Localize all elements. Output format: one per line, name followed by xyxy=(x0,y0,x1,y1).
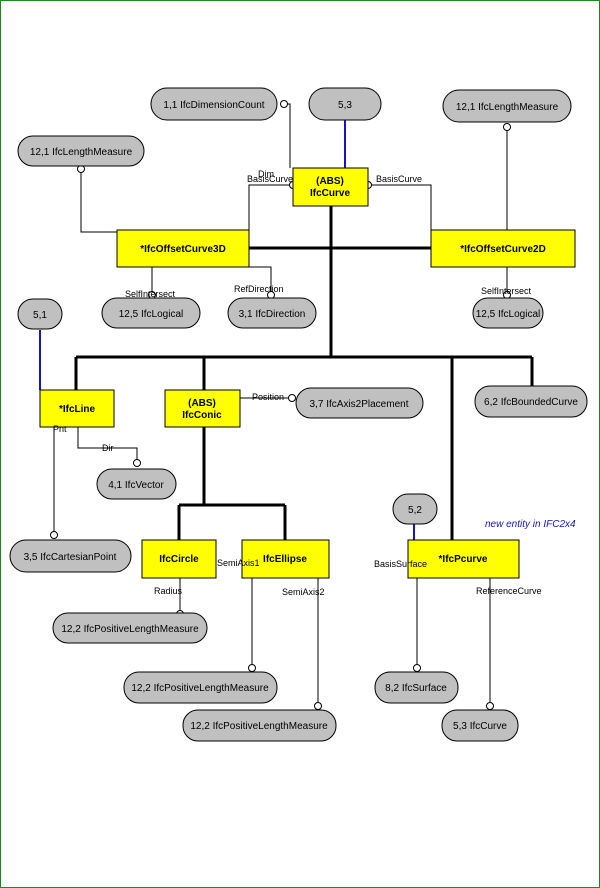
connector-dots xyxy=(50,100,511,710)
type-ref-5-2: 5,2 xyxy=(392,493,438,525)
svg-text:4,1 IfcVector: 4,1 IfcVector xyxy=(108,480,164,491)
type-positive-length-radius: 12,2 IfcPositiveLengthMeasure xyxy=(52,612,208,644)
entity-ifc-conic[interactable]: (ABS) IfcConic xyxy=(164,389,241,428)
svg-text:12,5 IfcLogical: 12,5 IfcLogical xyxy=(119,309,184,320)
svg-text:*IfcPcurve: *IfcPcurve xyxy=(439,554,488,565)
attribute-labels: Dim BasisCurve BasisCurve SelfIntersect … xyxy=(53,169,542,597)
svg-text:IfcCurve: IfcCurve xyxy=(310,188,350,199)
label-self-intersect-2d: SelfIntersect xyxy=(481,286,532,296)
svg-text:*IfcOffsetCurve3D: *IfcOffsetCurve3D xyxy=(140,244,226,255)
svg-text:12,1 IfcLengthMeasure: 12,1 IfcLengthMeasure xyxy=(456,102,559,113)
type-direction: 3,1 IfcDirection xyxy=(227,297,317,329)
entity-ifc-curve[interactable]: (ABS) IfcCurve xyxy=(292,167,369,207)
entity-ifc-line[interactable]: *IfcLine xyxy=(39,389,115,428)
type-dimension-count: 1,1 IfcDimensionCount xyxy=(150,87,278,121)
svg-text:12,1 IfcLengthMeasure: 12,1 IfcLengthMeasure xyxy=(30,147,133,158)
svg-text:12,2 IfcPositiveLengthMeasure: 12,2 IfcPositiveLengthMeasure xyxy=(190,721,328,732)
type-positive-length-semi1: 12,2 IfcPositiveLengthMeasure xyxy=(123,671,278,704)
type-vector: 4,1 IfcVector xyxy=(96,468,177,500)
svg-text:IfcEllipse: IfcEllipse xyxy=(263,554,307,565)
type-length-measure-left: 12,1 IfcLengthMeasure xyxy=(17,135,145,167)
svg-text:(ABS): (ABS) xyxy=(316,176,344,187)
label-basis-curve-right: BasisCurve xyxy=(376,174,422,184)
svg-text:1,1 IfcDimensionCount: 1,1 IfcDimensionCount xyxy=(163,100,264,111)
entity-ifc-circle[interactable]: IfcCircle xyxy=(141,539,217,579)
svg-text:5,2: 5,2 xyxy=(408,505,422,516)
type-bounded-curve: 6,2 IfcBoundedCurve xyxy=(474,385,588,418)
reference-lines xyxy=(39,120,415,540)
entity-ifc-ellipse[interactable]: IfcEllipse xyxy=(241,539,330,579)
type-axis2-placement: 3,7 IfcAxis2Placement xyxy=(295,387,424,419)
label-semi-axis1: SemiAxis1 xyxy=(217,558,260,568)
entity-ifc-offset-curve-2d[interactable]: *IfcOffsetCurve2D xyxy=(430,229,576,268)
type-logical-3d: 12,5 IfcLogical xyxy=(101,297,201,329)
svg-text:8,2 IfcSurface: 8,2 IfcSurface xyxy=(385,683,447,694)
svg-text:IfcCircle: IfcCircle xyxy=(159,554,199,565)
note-new-entity: new entity in IFC2x4 xyxy=(485,519,576,530)
label-dim: Dim xyxy=(258,169,274,179)
type-cartesian-point: 3,5 IfcCartesianPoint xyxy=(9,539,132,573)
svg-text:IfcConic: IfcConic xyxy=(182,410,222,421)
svg-text:3,5 IfcCartesianPoint: 3,5 IfcCartesianPoint xyxy=(24,552,117,563)
svg-text:*IfcOffsetCurve2D: *IfcOffsetCurve2D xyxy=(460,244,546,255)
svg-text:*IfcLine: *IfcLine xyxy=(59,404,96,415)
svg-text:5,1: 5,1 xyxy=(33,310,47,321)
svg-text:3,1 IfcDirection: 3,1 IfcDirection xyxy=(239,309,306,320)
type-ref-5-1: 5,1 xyxy=(17,298,63,330)
svg-text:3,7 IfcAxis2Placement: 3,7 IfcAxis2Placement xyxy=(310,399,409,410)
type-curve: 5,3 IfcCurve xyxy=(441,709,519,742)
svg-text:5,3: 5,3 xyxy=(338,100,352,111)
type-positive-length-semi2: 12,2 IfcPositiveLengthMeasure xyxy=(182,709,337,742)
svg-text:12,2 IfcPositiveLengthMeasure: 12,2 IfcPositiveLengthMeasure xyxy=(61,624,199,635)
entity-ifc-offset-curve-3d[interactable]: *IfcOffsetCurve3D xyxy=(116,229,250,268)
label-reference-curve: ReferenceCurve xyxy=(476,586,542,596)
svg-text:6,2 IfcBoundedCurve: 6,2 IfcBoundedCurve xyxy=(484,397,578,408)
type-ref-5-3: 5,3 xyxy=(308,87,382,121)
label-dir: Dir xyxy=(102,443,114,453)
label-position: Position xyxy=(252,392,284,402)
label-basis-surface: BasisSurface xyxy=(374,559,427,569)
label-radius: Radius xyxy=(154,586,183,596)
type-length-measure-right: 12,1 IfcLengthMeasure xyxy=(442,89,572,123)
svg-text:(ABS): (ABS) xyxy=(188,398,216,409)
label-self-intersect-3d: SelfIntersect xyxy=(125,289,176,299)
svg-text:5,3 IfcCurve: 5,3 IfcCurve xyxy=(453,721,507,732)
label-semi-axis2: SemiAxis2 xyxy=(282,587,325,597)
inheritance-lines xyxy=(74,206,534,540)
label-ref-direction: RefDirection xyxy=(234,284,284,294)
label-pnt: Pnt xyxy=(53,424,67,434)
type-surface: 8,2 IfcSurface xyxy=(374,671,459,704)
svg-text:12,2 IfcPositiveLengthMeasure: 12,2 IfcPositiveLengthMeasure xyxy=(131,683,269,694)
entity-ifc-pcurve[interactable]: *IfcPcurve xyxy=(407,539,520,579)
svg-text:12,5 IfcLogical: 12,5 IfcLogical xyxy=(476,309,541,320)
type-logical-2d: 12,5 IfcLogical xyxy=(472,297,544,329)
label-basis-curve-left: BasisCurve xyxy=(247,174,293,184)
